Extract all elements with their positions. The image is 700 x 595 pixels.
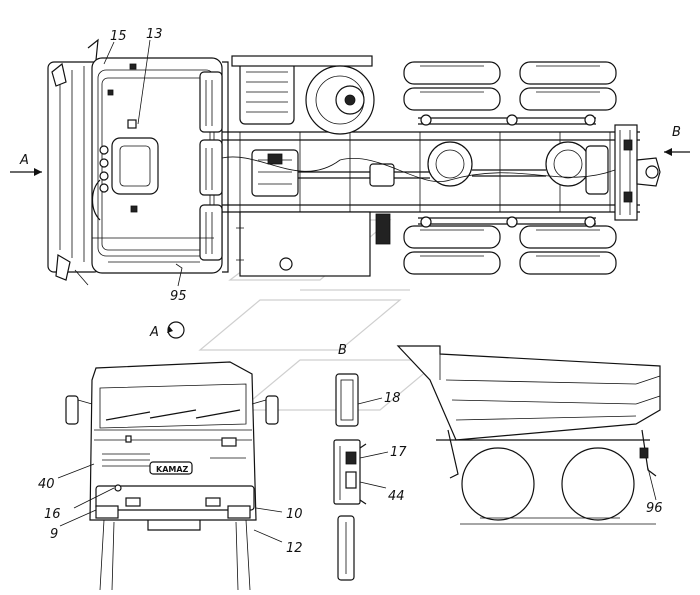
leader-line-96 xyxy=(647,467,657,501)
leader-lines-rear xyxy=(357,397,389,489)
cab-top-view xyxy=(47,38,223,286)
callout-13: 13 xyxy=(146,27,163,42)
callout-17: 17 xyxy=(390,445,407,460)
callout-9: 9 xyxy=(50,527,58,542)
leader-lines-top xyxy=(103,39,183,287)
callout-12: 12 xyxy=(286,541,303,556)
view-label-b: B xyxy=(672,125,681,140)
callout-10: 10 xyxy=(286,507,303,522)
callout-95: 95 xyxy=(170,289,187,304)
callout-16: 16 xyxy=(44,507,61,522)
view-title-a: A xyxy=(149,325,159,340)
callout-44: 44 xyxy=(388,489,405,504)
view-arrow-b xyxy=(664,148,690,156)
view-a-circle xyxy=(167,321,185,339)
front-logo: KAMAZ xyxy=(156,465,189,474)
dump-truck-side-view xyxy=(396,345,661,525)
callout-15: 15 xyxy=(110,29,127,44)
callout-18: 18 xyxy=(384,391,401,406)
view-label-a: A xyxy=(19,153,29,168)
rear-view xyxy=(333,373,367,581)
leader-lines-front xyxy=(57,463,283,543)
callout-40: 40 xyxy=(38,477,55,492)
chassis-top-view xyxy=(221,55,661,277)
view-arrow-a xyxy=(10,168,42,176)
callout-96: 96 xyxy=(646,501,663,516)
view-title-b: B xyxy=(338,343,347,358)
front-view: KAMAZ xyxy=(65,361,279,591)
